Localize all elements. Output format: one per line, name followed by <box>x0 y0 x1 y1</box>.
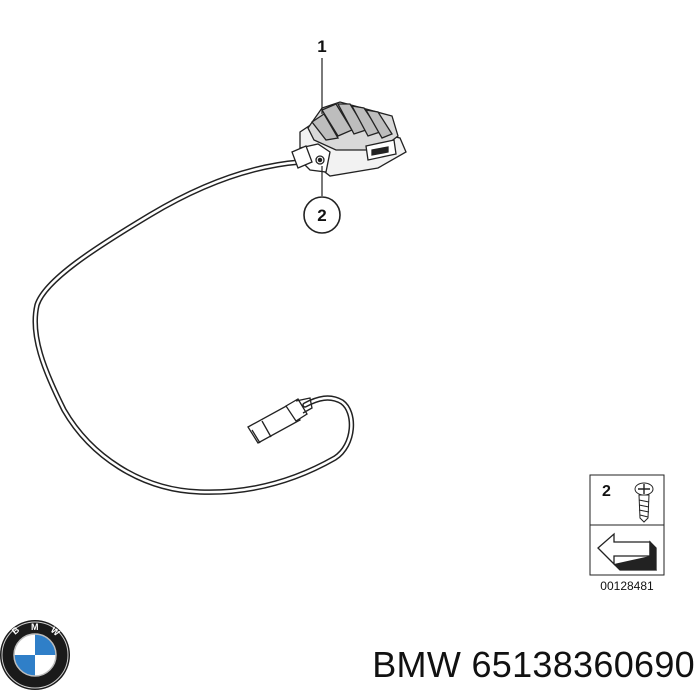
antenna-cable <box>32 159 355 495</box>
part-number: 65138360690 <box>471 644 695 685</box>
svg-text:M: M <box>31 622 39 632</box>
cable-connector <box>247 397 313 444</box>
reference-code: 00128481 <box>600 579 654 593</box>
callout-2: 2 <box>303 166 341 234</box>
screw-icon <box>634 482 654 523</box>
part-caption: BMW 65138360690 <box>360 640 695 690</box>
callout-2-number: 2 <box>317 206 326 225</box>
legend-box: 2 00128481 <box>589 474 665 593</box>
svg-text:B: B <box>10 624 22 636</box>
callout-1: 1 <box>317 37 327 114</box>
callout-1-number: 1 <box>317 37 326 56</box>
arrow-icon <box>597 532 657 571</box>
antenna-amplifier-module <box>291 101 407 177</box>
brand-label: BMW <box>372 644 462 685</box>
bmw-logo: B M W <box>0 620 70 690</box>
legend-item-number: 2 <box>602 483 611 500</box>
